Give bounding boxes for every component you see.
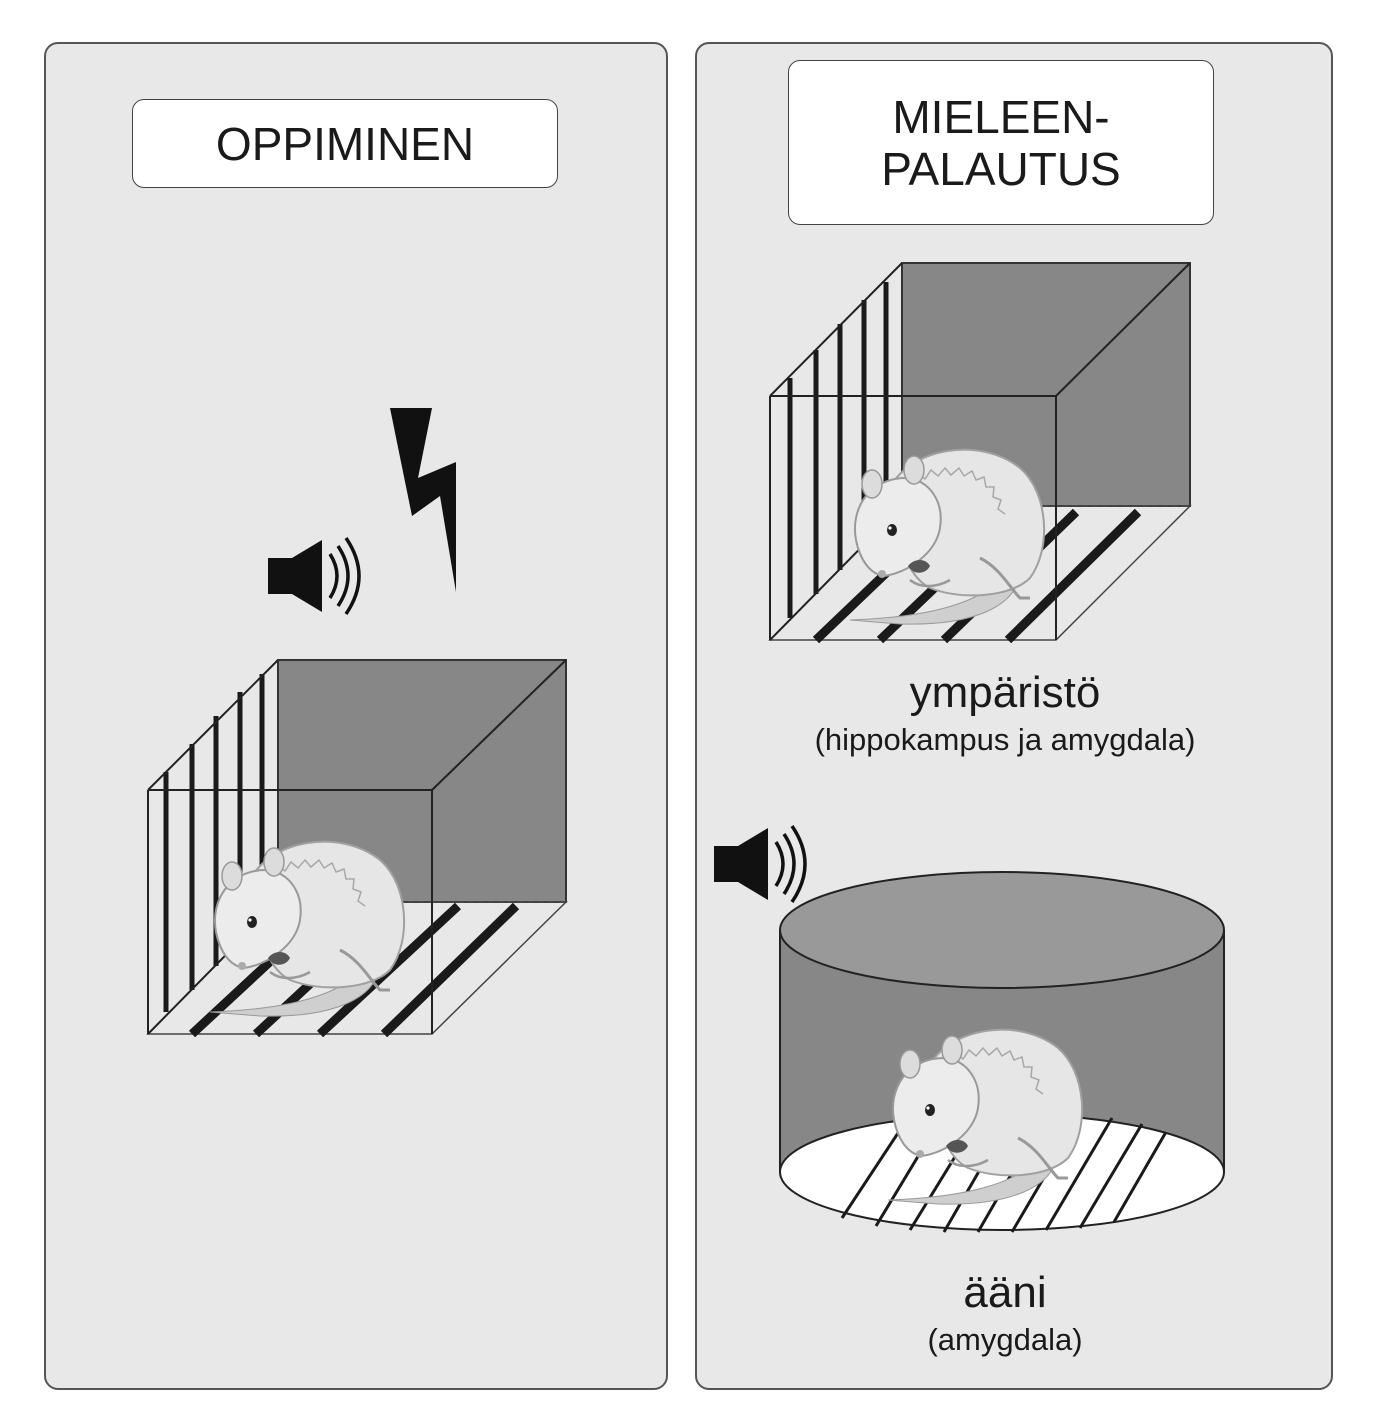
retrieval-title: MIELEEN- PALAUTUS: [788, 60, 1214, 225]
learning-title: OPPIMINEN: [132, 99, 558, 188]
learning-panel: [44, 42, 668, 1390]
retrieval-title-line1: MIELEEN-: [892, 90, 1110, 143]
context-label: ympäristö: [909, 668, 1101, 717]
tone-label: ääni: [963, 1268, 1047, 1317]
retrieval-title-line2: PALAUTUS: [881, 142, 1121, 195]
tone-sublabel: (amygdala): [927, 1322, 1083, 1357]
context-sublabel: (hippokampus ja amygdala): [814, 722, 1196, 757]
learning-title-text: OPPIMINEN: [215, 117, 475, 170]
